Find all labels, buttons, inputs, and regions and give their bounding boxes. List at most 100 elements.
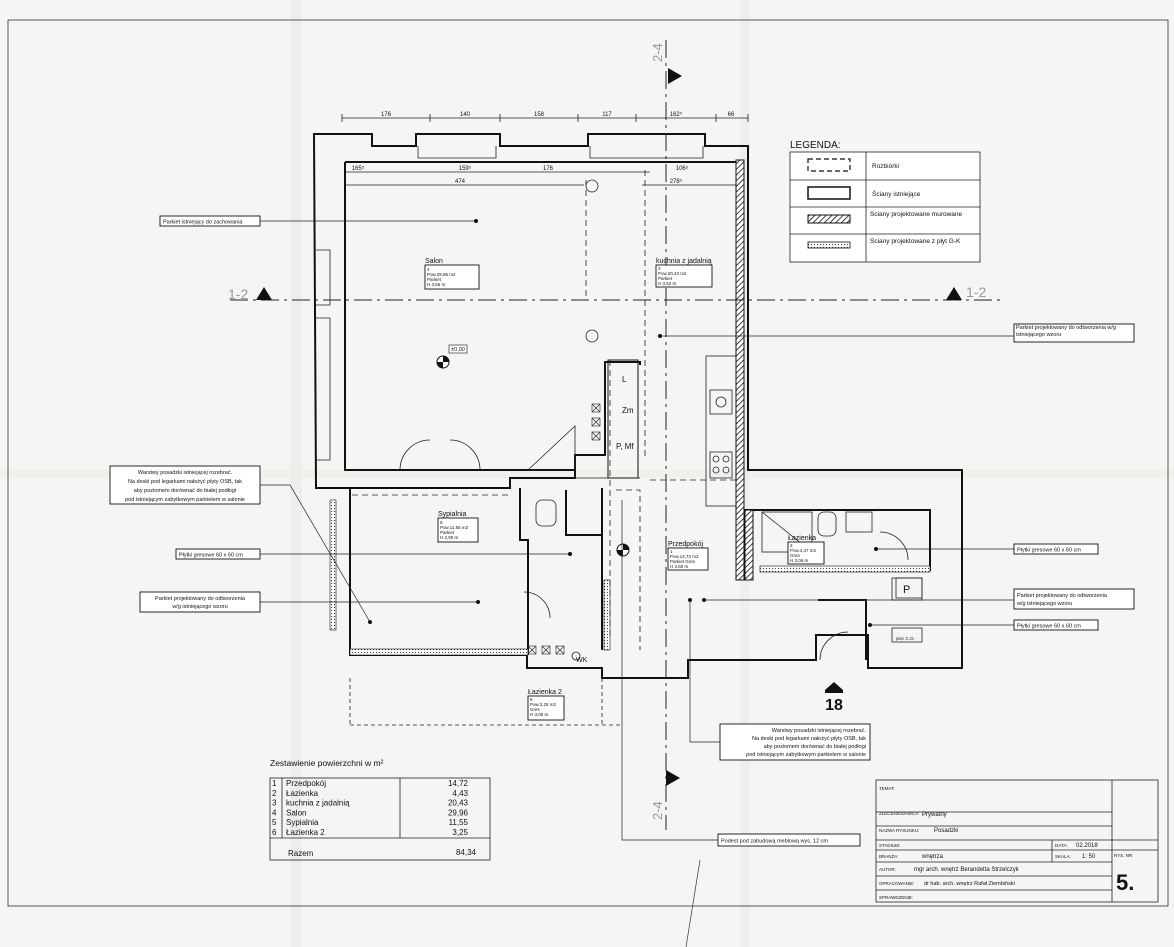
- legend-label-masonry: Ściany projektowane murowane: [870, 211, 963, 218]
- room-label-sypialnia: Sypialnia 5 Pow.11,55 m2 Parkiet H 2,90 …: [437, 511, 479, 543]
- label-wk: WK: [576, 657, 588, 664]
- view-marker-18: 18: [825, 682, 843, 714]
- legend-swatch-gk: [807, 241, 851, 249]
- area-row-value: 4,43: [452, 789, 468, 798]
- section-label-left: 1-2: [228, 286, 248, 302]
- callout-line-1: Warstwy posadzki istniejącej rozebrać.: [772, 728, 867, 734]
- callout-line-2: w/g istniejącego wzoru: [1016, 601, 1072, 607]
- area-row-name: Przedpokój: [286, 779, 326, 788]
- dim-top-1: 176: [381, 112, 392, 118]
- callout-plytki-right-2: Płytki gresowe 60 x 60 cm: [868, 619, 1099, 631]
- callout-text: Parkiet istniejący do zachowania: [163, 220, 243, 226]
- wk-marker: [571, 651, 581, 661]
- tb-opracowanie: dr hab. arch. wnętrz Rafał Ziembiński: [924, 881, 1015, 887]
- label-pcg: piec C.O.: [896, 636, 915, 641]
- callout-line-1: Warstwy posadzki istniejącej rozebrać.: [138, 470, 233, 476]
- area-row-number: 5: [272, 818, 277, 827]
- tb-autor-label: AUTOR:: [879, 867, 896, 872]
- room-height: H 2,90 m: [440, 535, 459, 540]
- room-label-lazienka-2: Łazienka 2 6 Pow.3,25 m2 Gres H 3,06 m: [527, 689, 565, 721]
- callout-text: Parkiet projektowany do odtworzenia w/g …: [1016, 325, 1116, 338]
- room-height: H 3,62 m: [658, 281, 677, 286]
- tb-autor: mgr arch. wnętrz Berandetta Strzelczyk: [914, 867, 1020, 873]
- legend-swatch-masonry: [807, 214, 851, 224]
- tb-branza-label: BRANŻA:: [879, 853, 899, 859]
- level-marker-hall: [616, 543, 630, 557]
- callout-line-2: Na deski pod legarkami nałożyć płyty OSB…: [128, 479, 242, 485]
- legend-label-existing: Ściany istniejące: [872, 189, 921, 198]
- legend-swatch-existing: [807, 186, 851, 200]
- demolitions: [352, 170, 740, 650]
- room-height: H 3,56 m: [427, 282, 446, 287]
- tb-zleceniodawca: Prywatny: [922, 812, 947, 818]
- room-area: Pow.4,47 m2: [790, 548, 817, 553]
- legend-label-demolition: Rozbiórki: [872, 163, 899, 170]
- dim-2-4: 106⁵: [676, 165, 689, 172]
- room-floor: Parkiet: [658, 276, 673, 281]
- legend-title: LEGENDA:: [790, 140, 841, 151]
- area-row-number: 4: [272, 808, 277, 817]
- area-row-number: 6: [272, 828, 277, 837]
- room-name: Łazienka 2: [528, 689, 562, 696]
- section-label-top: 2-4: [650, 43, 665, 62]
- callout-text: Płytki gresowe 60 x 60 cm: [179, 553, 243, 559]
- room-name: kuchnia z jadalnią: [656, 258, 712, 265]
- room-num: 1: [670, 549, 673, 554]
- tb-sprawdzenie-label: SPRAWDZENIE:: [879, 895, 913, 900]
- area-row-name: Sypialnia: [286, 818, 319, 827]
- existing-walls: [312, 133, 963, 679]
- dim-top-3: 158: [534, 112, 545, 118]
- room-height: H 3,06 m: [790, 558, 809, 563]
- dim-2-2: 159⁵: [459, 165, 472, 172]
- tb-opracowanie-label: OPRACOWANIE:: [879, 881, 914, 886]
- level-marker: ±0,00: [436, 344, 468, 369]
- area-row-value: 29,96: [448, 808, 469, 817]
- tb-branza: wnętrza: [921, 854, 944, 860]
- room-num: 2: [790, 543, 793, 548]
- room-area: Pow.29,96 m2: [427, 272, 456, 277]
- room-area: Pow.11,55 m2: [440, 525, 469, 530]
- tb-stadium-label: STADIUM:: [879, 843, 900, 848]
- section-label-right: 1-2: [966, 284, 986, 300]
- callout-parkiet-left: Parkiet projektowany do odtworzenia w/g …: [139, 591, 480, 613]
- callout-line-3: aby poziomem dorównać do białej podłogi: [134, 488, 236, 494]
- area-row-name: Salon: [286, 808, 306, 817]
- tb-skala-label: SKALA:: [1055, 854, 1071, 859]
- callout-line-2: w/g istniejącego wzoru: [171, 604, 227, 610]
- legend-label-gk: Ściany projektowane z płyt G-K: [870, 238, 961, 245]
- room-name: Łazienka: [788, 535, 816, 542]
- dim-278: 278⁵: [670, 178, 683, 185]
- second-dimension-line: 165⁵ 159⁵ 176 106⁵ 474 278⁵: [345, 165, 742, 186]
- room-floor: Gres: [530, 707, 541, 712]
- callout-parkiet-odtworzenia-right: Parkiet projektowany do odtworzenia w/g …: [658, 323, 1135, 343]
- room-area: Pow.3,25 m2: [530, 702, 557, 707]
- dim-top-4: 117: [602, 112, 612, 118]
- level-value: ±0,00: [451, 347, 465, 353]
- area-row-number: 3: [272, 799, 277, 808]
- area-row-value: 11,55: [449, 818, 469, 827]
- callout-line-3: aby poziomem dorównać do białej podłogi: [764, 744, 866, 750]
- section-line-1-2: 1-2 1-2: [228, 284, 1000, 302]
- area-row-name: kuchnia z jadalnią: [286, 799, 350, 808]
- legend: LEGENDA: Rozbiórki Ściany istniejące Ści…: [789, 140, 981, 263]
- callout-warstwy-left: Warstwy posadzki istniejącej rozebrać. N…: [109, 465, 372, 624]
- section-label-bottom: 2-4: [650, 801, 665, 820]
- kitchen-label-l: L: [622, 375, 627, 384]
- legend-swatch-demolition: [807, 158, 851, 172]
- area-table-title: Zestawienie powierzchni w m²: [270, 758, 384, 768]
- section-line-2-4: 2-4 2-4: [650, 40, 682, 830]
- area-row-value: 3,25: [452, 828, 468, 837]
- area-row-value: 20,43: [448, 799, 469, 808]
- room-floor: Gres: [790, 553, 801, 558]
- tb-temat-label: TEMAT:: [879, 786, 895, 791]
- tb-rysnr-label: RYS. NR:: [1114, 853, 1133, 858]
- area-total-label: Razem: [288, 849, 314, 858]
- room-num: 5: [440, 520, 443, 525]
- area-row-number: 1: [272, 779, 277, 788]
- label-p: P: [903, 584, 910, 596]
- room-height: H 3,60 m: [670, 564, 689, 569]
- dim-top-5: 162⁵: [670, 111, 683, 118]
- callout-plytki-right-1: Płytki gresowe 60 x 60 cm: [874, 543, 1099, 555]
- callout-line-4: pod istniejącym zabytkowym parkietem w s…: [125, 497, 245, 503]
